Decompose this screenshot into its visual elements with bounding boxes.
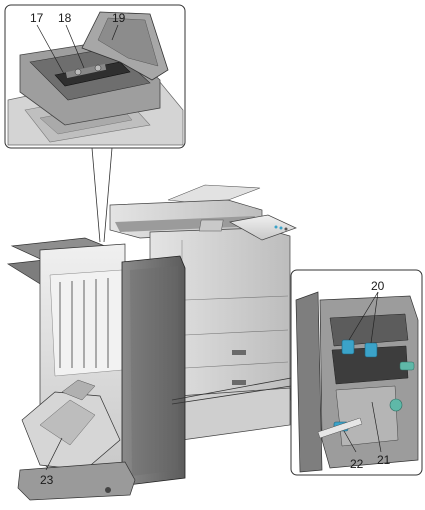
staple-cartridge-right: [364, 342, 378, 358]
callout-17: 17: [30, 11, 44, 25]
inset-top-pointer-left: [91, 147, 101, 243]
inset-top-pointer-right: [103, 147, 113, 243]
green-lever-upper: [399, 361, 415, 371]
callout-20: 20: [371, 279, 385, 293]
inset-right-pointer-bottom: [171, 385, 292, 405]
callout-22: 22: [350, 457, 364, 471]
green-knob: [389, 398, 403, 412]
callout-23: 23: [40, 473, 54, 487]
inset-right-pointer-top: [171, 377, 292, 401]
callout-18: 18: [58, 11, 72, 25]
finisher: [6, 237, 186, 501]
callout-21: 21: [377, 453, 391, 467]
callout-19: 19: [112, 11, 126, 25]
inset-right: [290, 269, 423, 476]
control-panel-screen: [198, 219, 224, 232]
staple-cartridge-left: [341, 339, 355, 355]
control-panel: [228, 214, 297, 241]
inset-top: [4, 4, 186, 149]
inset-right-door: [295, 291, 323, 473]
leader-23: [45, 437, 63, 471]
booklet-tray-stopper: [61, 379, 96, 401]
finisher-base: [17, 461, 136, 501]
